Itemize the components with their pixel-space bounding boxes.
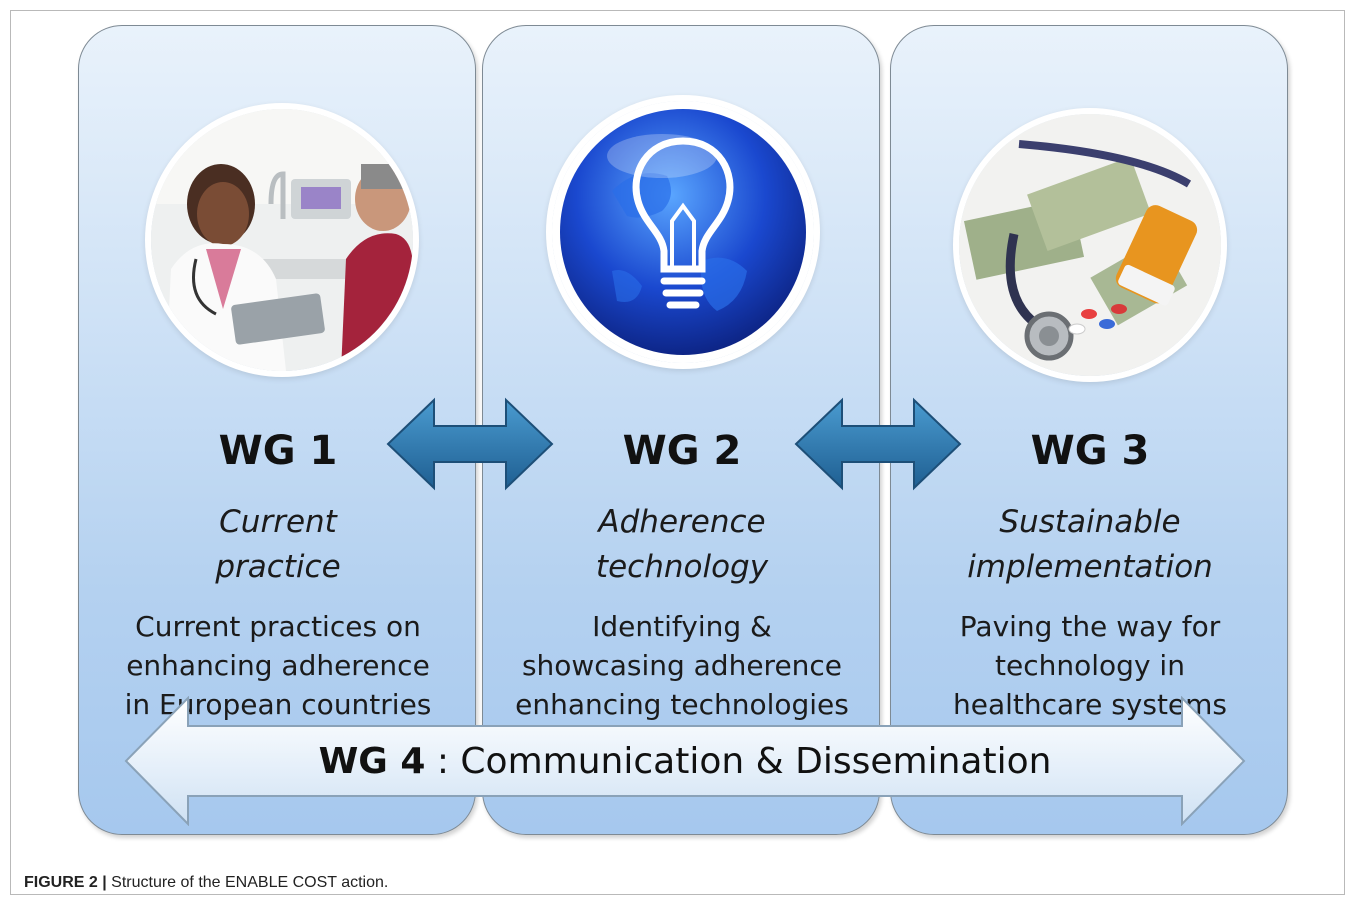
wg2-subtitle-line: Adherence (598, 504, 766, 540)
wg3-panel: WG 3 Sustainable implementation Paving t… (890, 25, 1288, 835)
wg2-description-line: showcasing adherence (521, 649, 843, 682)
wg4-separator: : (425, 741, 461, 782)
wg3-description-line: technology in (995, 649, 1185, 682)
wg2-description-line: Identifying & (592, 610, 772, 643)
wg1-wg2-double-arrow-icon (386, 396, 554, 492)
wg3-description-line: Paving the way for (959, 610, 1221, 643)
wg3-subtitle-line: Sustainable (999, 504, 1181, 540)
wg1-description: Current practices on enhancing adherence… (79, 607, 477, 724)
wg4-double-arrow-icon (120, 696, 1250, 826)
wg2-subtitle-line: technology (595, 549, 769, 585)
wg1-subtitle-line: practice (215, 549, 341, 585)
money-stethoscope-pills-photo (959, 114, 1221, 376)
caption-text: Structure of the ENABLE COST action. (106, 874, 389, 891)
wg4-label: WG 4 : Communication & Dissemination (120, 738, 1250, 786)
wg2-description-line: enhancing technologies (515, 688, 849, 721)
wg2-subtitle: Adherence technology (483, 500, 881, 590)
wg3-subtitle: Sustainable implementation (891, 500, 1289, 590)
globe-lightbulb-icon (552, 101, 814, 363)
wg1-title: WG 1 (218, 428, 338, 474)
wg1-subtitle-line: Current (219, 504, 337, 540)
figure-caption: FIGURE 2 | Structure of the ENABLE COST … (24, 874, 388, 892)
wg3-subtitle-line: implementation (967, 549, 1213, 585)
wg2-description: Identifying & showcasing adherence enhan… (483, 607, 881, 724)
wg2-wg3-double-arrow-icon (794, 396, 962, 492)
wg4-title: Communication & Dissemination (460, 741, 1052, 782)
wg2-panel: WG 2 Adherence technology Identifying & … (482, 25, 880, 835)
wg4-prefix: WG 4 (318, 741, 426, 782)
wg1-description-line: enhancing adherence (126, 649, 430, 682)
doctor-patient-photo (151, 109, 413, 371)
wg2-title: WG 2 (622, 428, 742, 474)
wg1-description-line: Current practices on (135, 610, 421, 643)
wg1-subtitle: Current practice (79, 500, 477, 590)
caption-label: FIGURE 2 | (24, 874, 107, 891)
figure-frame (10, 10, 1345, 895)
wg3-title: WG 3 (1030, 428, 1150, 474)
